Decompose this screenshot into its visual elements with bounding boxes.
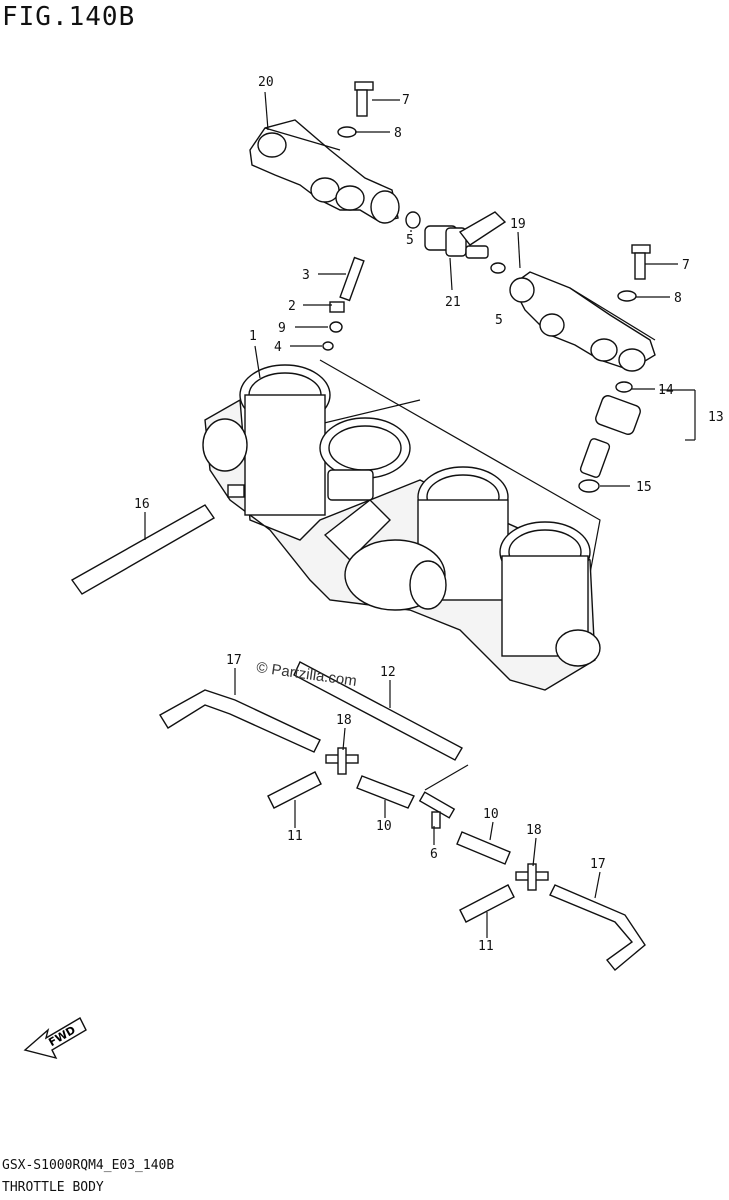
throttle-body-assembly [202,359,601,691]
washer-lower [617,290,637,302]
part-label: 7 [402,93,410,108]
hose-12 [293,661,463,761]
hose-16 [70,504,216,595]
fuel-injector [578,381,641,493]
part-label: 7 [682,258,690,273]
part-label: 9 [278,321,286,336]
hose-17-lower [549,884,646,971]
part-label: 17 [590,857,606,872]
hose-10-right [456,831,511,865]
t-joint-18-upper [325,747,359,775]
part-label: 11 [287,829,303,844]
figure-title: FIG.140B [2,2,136,32]
part-label: 14 [658,383,674,398]
model-code: GSX-S1000RQM4_E03_140B [2,1158,175,1173]
part-label: 19 [510,217,526,232]
fwd-arrow-icon: FWD [23,1017,87,1060]
leader-lines [144,91,678,938]
part-label: 8 [674,291,682,306]
part-label: 1 [249,329,257,344]
t-joint-18-lower [515,863,549,891]
part-label: 4 [274,340,282,355]
washer-upper [337,126,357,138]
part-label: 8 [394,126,402,141]
fuel-rail-upper [249,119,400,224]
part-label: 5 [406,233,414,248]
part-label: 12 [380,665,396,680]
fuel-joint [424,211,507,274]
part-label: 10 [483,807,499,822]
fwd-label: FWD [46,1023,77,1049]
part-label: 3 [302,268,310,283]
part-label: 15 [636,480,652,495]
part-label: 17 [226,653,242,668]
o-ring-5-upper [405,211,421,229]
part-label: 20 [258,75,274,90]
part-label: 11 [478,939,494,954]
hose-17-upper [159,689,321,753]
fuel-rail-lower [509,271,656,372]
bolt-upper [354,81,374,117]
adjust-screw-set [322,256,365,351]
part-label: 10 [376,819,392,834]
joint-6 [418,791,456,829]
part-label: 13 [708,410,724,425]
part-labels: 20 7 8 5 19 21 5 7 8 14 13 15 3 2 9 4 1 … [134,75,724,954]
part-label: 6 [430,847,438,862]
hose-11-right [459,884,515,923]
part-label: 2 [288,299,296,314]
hose-10-left [356,775,415,809]
part-label: 5 [495,313,503,328]
bolt-lower [631,244,651,280]
section-name: THROTTLE BODY [2,1180,104,1195]
part-label: 18 [526,823,542,838]
part-label: 16 [134,497,150,512]
part-label: 18 [336,713,352,728]
hose-11-left [267,771,322,809]
part-label: 21 [445,295,461,310]
